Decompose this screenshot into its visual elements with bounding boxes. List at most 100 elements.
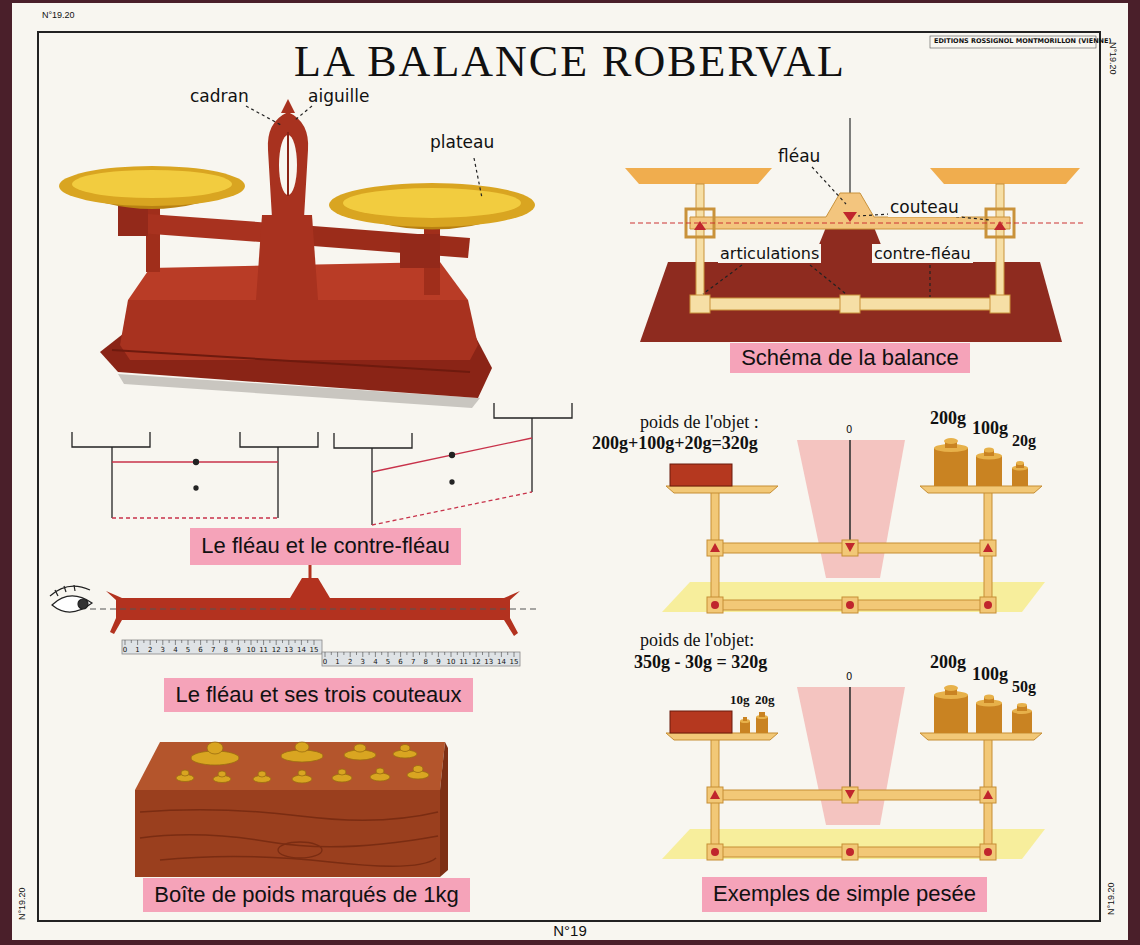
weights-box — [278, 842, 322, 858]
weights-box — [295, 742, 309, 752]
poster-paper — [12, 3, 1128, 940]
weight-value: 20g — [1012, 431, 1036, 450]
leader-line — [812, 167, 846, 204]
weight-value: 200g — [930, 408, 966, 430]
beam-line-diagram — [72, 432, 150, 447]
plate-number: N°19.20 — [1107, 42, 1118, 75]
ruler-number: 14 — [497, 658, 506, 666]
ruler — [369, 652, 370, 655]
balance-schema — [690, 193, 1010, 229]
ruler-number: 2 — [148, 646, 152, 654]
roberval-scale-illustration — [256, 215, 318, 300]
plate-number: N°19 — [553, 922, 587, 940]
ruler — [451, 652, 452, 657]
ruler — [131, 640, 132, 643]
ruler — [425, 652, 426, 657]
balance-schema — [996, 184, 1004, 310]
ruler — [263, 640, 264, 645]
balance-schema — [630, 223, 1085, 224]
weighing-example-balance — [983, 543, 993, 552]
eye-drawing — [55, 590, 58, 596]
plate-number: N°19.20 — [1106, 882, 1117, 915]
weighing-example-1-extra — [1016, 461, 1024, 465]
ruler — [482, 652, 483, 655]
ruler-number: 0 — [123, 646, 127, 654]
roberval-scale-illustration — [343, 188, 521, 218]
ruler — [219, 640, 220, 643]
roberval-scale-illustration — [329, 183, 535, 227]
ruler-number: 8 — [224, 646, 228, 654]
ruler-number: 13 — [284, 646, 293, 654]
ruler — [257, 640, 258, 643]
ruler — [438, 652, 439, 657]
roberval-scale-illustration — [281, 99, 295, 113]
leader-line — [295, 106, 312, 120]
beam-line-diagram — [194, 486, 198, 490]
weights-box — [338, 769, 346, 775]
weighing-example-balance — [944, 438, 958, 444]
weighing-example-balance — [662, 685, 1045, 860]
weighing-example-2-extra — [756, 717, 768, 733]
ruler — [206, 640, 207, 643]
weighing-example-balance — [666, 486, 778, 493]
leader-line — [246, 106, 281, 125]
band-text: Boîte de poids marqués de 1kg — [154, 883, 459, 907]
balance-schema — [930, 168, 1080, 184]
weighing-example-balance — [707, 540, 723, 556]
balance-schema — [994, 221, 1006, 230]
beam-line-diagram — [371, 448, 372, 525]
weighing-example-balance — [662, 438, 1045, 613]
balance-schema — [849, 118, 851, 196]
ruler — [331, 652, 332, 655]
ruler — [325, 652, 326, 657]
ruler — [413, 652, 414, 657]
ruler — [225, 640, 226, 645]
weighing-example-2-extra — [759, 712, 765, 717]
weighing-example-balance — [670, 464, 732, 486]
ruler — [400, 652, 401, 657]
weighing-example-balance — [710, 543, 720, 552]
weights-box — [135, 790, 440, 877]
weighing-example-balance — [984, 601, 992, 609]
weights-box — [176, 742, 429, 783]
beam-line-diagram — [334, 433, 412, 448]
weights-box — [354, 744, 366, 752]
roberval-scale-illustration — [118, 206, 148, 236]
ruler — [501, 652, 502, 657]
dial-zero: 0 — [846, 671, 852, 683]
beam-line-diagram — [372, 438, 532, 472]
ruler — [169, 640, 170, 643]
ruler — [469, 652, 470, 655]
ruler — [463, 652, 464, 657]
weighing-example-2-extra — [1012, 711, 1032, 733]
roberval-scale-illustration — [59, 166, 245, 206]
weighing-caption: poids de l'objet : — [640, 412, 759, 434]
plate-number: N°19.20 — [42, 10, 75, 21]
ruler — [375, 652, 376, 657]
leader-line — [474, 158, 482, 198]
ruler — [288, 640, 289, 645]
ruler-number: 13 — [484, 658, 493, 666]
caption-band: Boîte de poids marqués de 1kg — [143, 878, 470, 912]
beam-line-diagram — [372, 492, 532, 525]
ruler-number: 6 — [198, 646, 202, 654]
roberval-scale-illustration — [287, 132, 289, 196]
eye-drawing — [74, 585, 75, 591]
ruler-number: 9 — [236, 646, 240, 654]
beam-with-knives — [90, 609, 538, 610]
ruler — [295, 640, 296, 643]
ruler-number: 1 — [135, 646, 139, 654]
caption-band: Le fléau et le contre-fléau — [190, 528, 461, 565]
beam-with-knives — [90, 564, 538, 636]
weighing-example-balance — [920, 486, 1042, 493]
roberval-scale-illustration — [72, 170, 232, 198]
weight-equation: 350g - 30g = 320g — [634, 652, 767, 674]
weighing-example-balance — [711, 601, 719, 609]
ruler — [122, 640, 322, 654]
ruler — [238, 640, 239, 645]
weighing-example-balance — [980, 540, 996, 556]
band-text: Le fléau et ses trois couteaux — [175, 683, 461, 707]
ruler-number: 1 — [335, 658, 339, 666]
ruler-number: 10 — [447, 658, 456, 666]
weighing-example-balance — [797, 440, 905, 578]
